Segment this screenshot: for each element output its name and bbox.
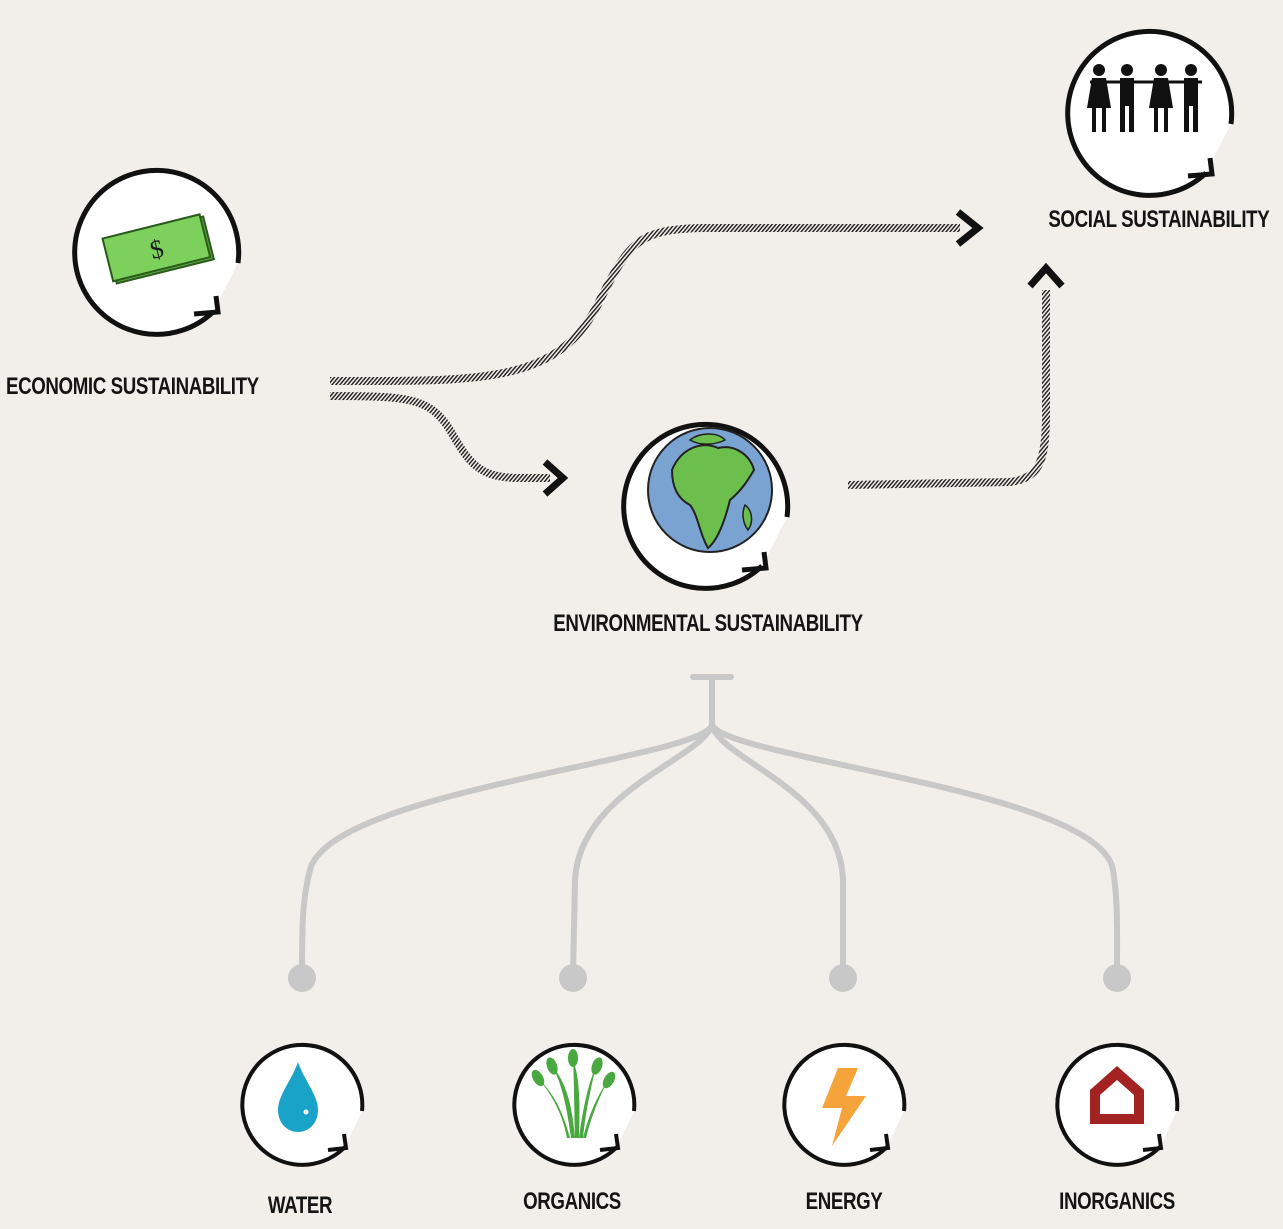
flow-economic-to-social bbox=[329, 224, 960, 386]
cycle-arrow-energy bbox=[869, 1133, 891, 1152]
cycle-arrow-water bbox=[327, 1133, 349, 1152]
economic-sustainability-label: ECONOMIC SUSTAINABILITY bbox=[6, 373, 259, 400]
flow-environmental-to-social bbox=[847, 290, 1050, 489]
money-icon: $ bbox=[101, 213, 216, 285]
environmental-sustainability-label: ENVIRONMENTAL SUSTAINABILITY bbox=[553, 610, 863, 637]
water-node bbox=[240, 1042, 365, 1167]
inorganics-label: INORGANICS bbox=[1059, 1188, 1175, 1215]
globe-icon bbox=[647, 427, 773, 553]
flow-economic-to-environmental bbox=[329, 392, 550, 482]
economic-node: $ bbox=[72, 167, 242, 337]
cycle-arrow-social bbox=[1187, 157, 1215, 179]
arrowhead-up-to-social bbox=[1027, 262, 1065, 289]
cycle-arrow-economic bbox=[193, 295, 221, 317]
water-label: WATER bbox=[267, 1192, 333, 1219]
environmental-node bbox=[621, 421, 791, 591]
plant-icon bbox=[531, 1049, 616, 1138]
house-icon bbox=[1090, 1066, 1144, 1124]
water-drop-icon bbox=[278, 1062, 318, 1132]
lightning-icon bbox=[822, 1068, 866, 1146]
inorganics-node bbox=[1055, 1042, 1180, 1167]
social-node bbox=[1065, 28, 1235, 198]
environmental-tree-connector bbox=[299, 674, 1121, 978]
energy-node bbox=[782, 1042, 907, 1167]
organics-label: ORGANICS bbox=[523, 1188, 621, 1215]
cycle-ring-inorganics bbox=[1055, 1042, 1180, 1167]
arrowhead-to-environmental bbox=[542, 459, 569, 497]
cycle-arrow-inorganics bbox=[1142, 1133, 1164, 1152]
organics-node bbox=[512, 1042, 637, 1167]
arrowhead-to-social bbox=[955, 209, 984, 247]
cycle-arrow-organics bbox=[599, 1133, 621, 1152]
social-sustainability-label: SOCIAL SUSTAINABILITY bbox=[1048, 206, 1269, 233]
connector-endpoints bbox=[288, 964, 1131, 992]
cycle-arrow-environmental bbox=[741, 551, 769, 573]
people-icon bbox=[1087, 64, 1202, 132]
energy-label: ENERGY bbox=[805, 1188, 883, 1215]
